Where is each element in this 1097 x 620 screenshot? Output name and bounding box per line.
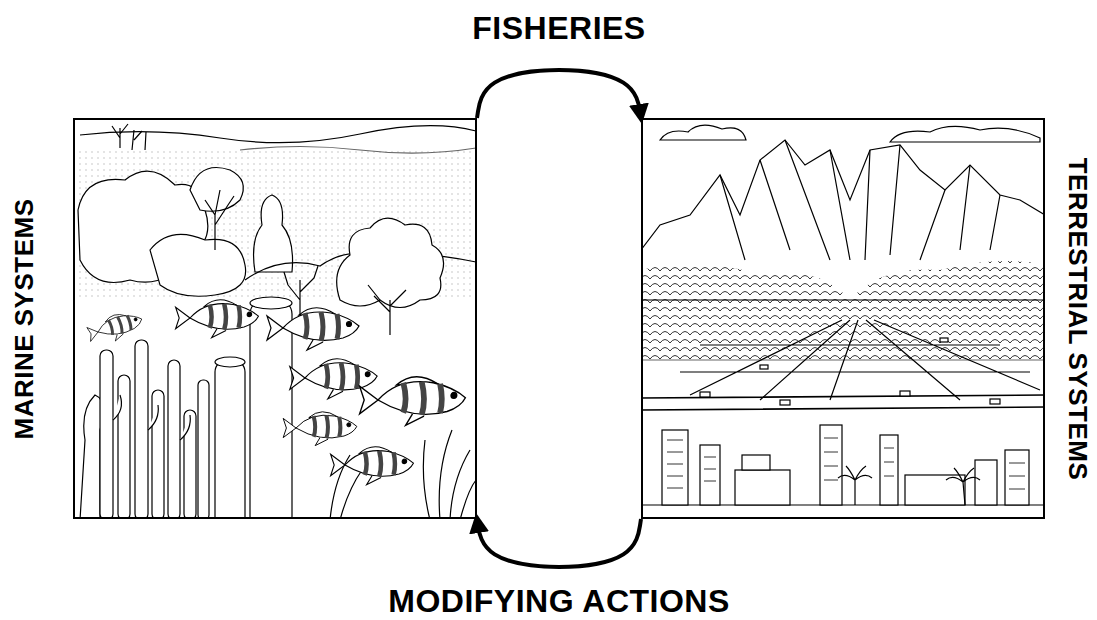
line-art — [700, 338, 1000, 405]
line-art — [946, 468, 980, 505]
flow-label: FISHERIES — [472, 12, 645, 44]
cycle-arrow — [477, 519, 641, 567]
line-art — [150, 234, 246, 296]
flow-label: MODIFYING ACTIONS — [388, 585, 730, 617]
line-art — [254, 195, 293, 272]
line-art — [198, 380, 209, 519]
terrestrial-illustration — [641, 125, 1045, 505]
line-art — [667, 438, 1025, 489]
line-art — [1005, 450, 1029, 505]
line-art — [240, 147, 476, 154]
line-art — [680, 320, 1040, 400]
line-art — [80, 297, 292, 519]
line-art — [337, 218, 444, 307]
line-art — [112, 124, 146, 150]
line-art — [205, 190, 234, 250]
line-art — [100, 350, 113, 519]
line-art — [250, 297, 292, 309]
line-art — [905, 475, 965, 505]
line-art — [880, 435, 898, 505]
marine-illustration — [73, 124, 477, 519]
line-art — [780, 400, 790, 405]
line-art — [330, 430, 476, 519]
line-art — [940, 338, 948, 342]
system-label: TERRESTRIAL SYSTEMS — [1065, 157, 1091, 480]
line-art — [113, 395, 190, 440]
line-art — [662, 425, 1029, 505]
line-art — [662, 430, 688, 505]
line-art — [990, 399, 1000, 404]
line-art — [135, 340, 148, 519]
line-art — [176, 300, 259, 338]
line-art — [267, 308, 359, 350]
line-art — [660, 125, 746, 140]
line-art — [168, 360, 180, 519]
line-art — [720, 140, 1000, 260]
line-art — [215, 360, 245, 519]
line-art — [700, 445, 720, 505]
system-box: TERRESTRIAL SYSTEMS — [641, 118, 1045, 519]
line-art — [700, 392, 710, 397]
line-art — [283, 412, 357, 446]
line-art — [86, 308, 146, 347]
system-box: MARINE SYSTEMS — [73, 118, 477, 519]
line-art — [890, 126, 1040, 142]
line-art — [975, 460, 997, 505]
line-art — [331, 447, 414, 485]
line-art — [838, 466, 872, 505]
line-art — [742, 455, 770, 470]
line-art — [360, 377, 466, 426]
line-art — [368, 285, 406, 335]
line-art — [215, 357, 245, 367]
line-art — [735, 470, 790, 505]
line-art — [900, 391, 910, 396]
line-art — [820, 425, 842, 505]
line-art — [760, 365, 768, 369]
cycle-arrow — [477, 70, 641, 118]
system-label: MARINE SYSTEMS — [11, 198, 37, 439]
line-art — [641, 359, 1045, 360]
